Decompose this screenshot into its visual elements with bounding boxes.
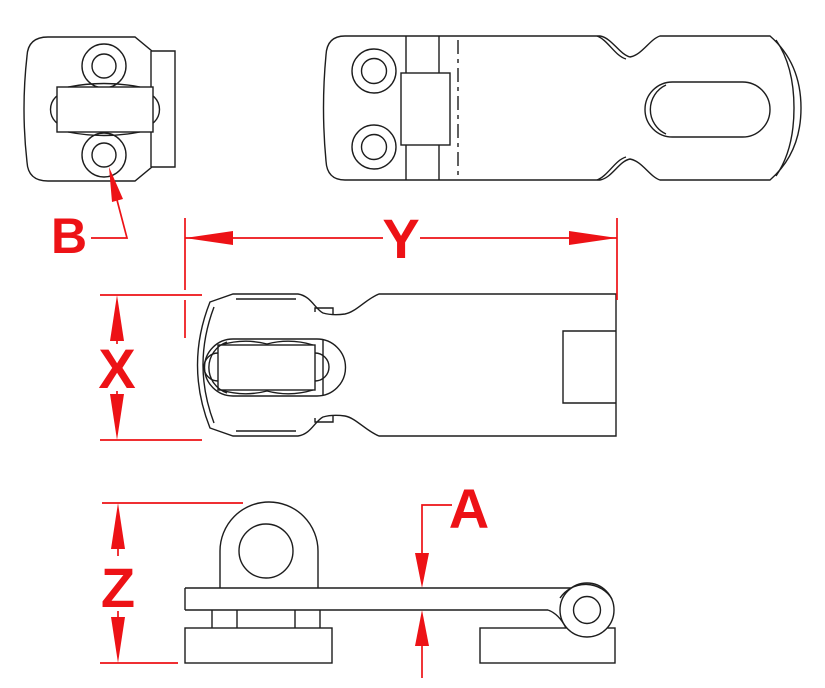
dimension-z-arrow-top <box>111 503 125 549</box>
end-view-strap-bottom-arc <box>67 131 141 137</box>
side-view-hinge-knuckle <box>559 582 615 638</box>
closed-view-strap <box>217 344 316 391</box>
open-view-hinge-leaf-lines <box>405 36 440 180</box>
dimension-a-arrow-up <box>415 610 429 646</box>
open-view-bottom-hole-inner <box>360 133 388 161</box>
side-view-right-base-block <box>479 627 616 664</box>
open-view-slot <box>644 81 771 138</box>
dimension-a-label: A <box>449 477 489 540</box>
dimension-z-extension-lines <box>100 502 243 664</box>
open-view-outline <box>322 35 802 181</box>
dimension-x-label: X <box>98 337 135 400</box>
open-view-hinge-knuckle <box>400 72 451 146</box>
dimension-b-label: B <box>51 208 87 264</box>
open-top-view <box>322 35 802 181</box>
end-view <box>23 36 176 182</box>
dimension-z-label: Z <box>101 556 135 619</box>
end-view-bottom-hole-outer <box>81 132 127 178</box>
side-view-hinge-pin-hole <box>572 595 602 625</box>
closed-view-keeper-rect <box>562 330 616 404</box>
closed-view-notch-tab-bottom <box>314 416 334 423</box>
dimension-a: A <box>415 477 489 678</box>
dimension-y: Y <box>184 207 618 338</box>
side-view-left-base-block <box>184 627 333 664</box>
side-view-staple-arch <box>219 501 319 588</box>
dimension-b-leader <box>91 199 129 239</box>
side-view <box>184 501 616 664</box>
dimension-y-extension-lines <box>184 218 618 338</box>
end-view-outline <box>23 36 176 182</box>
dimension-b-arrowhead <box>109 167 123 202</box>
open-view-top-hole-inner <box>360 57 388 85</box>
dimension-z: Z <box>100 502 243 664</box>
open-view-slot-inner-cap <box>649 84 667 135</box>
end-view-strap <box>56 86 154 133</box>
closed-view-notch-tab-top <box>314 307 334 314</box>
dimension-x-arrow-bottom <box>110 394 124 440</box>
open-view-end-inner-arc <box>775 39 795 177</box>
closed-view-strap-side-bulges <box>203 352 330 382</box>
open-view-bottom-hole-outer <box>351 124 397 170</box>
dimension-y-arrow-left <box>185 231 233 245</box>
closed-view-strap-scallops <box>220 340 314 395</box>
closed-view-staple-left-inner-cap <box>208 341 228 394</box>
end-view-strap-top-arc <box>67 82 141 88</box>
end-view-bottom-hole-inner <box>91 142 117 168</box>
end-view-top-hole-outer <box>81 43 127 89</box>
dimension-x: X <box>98 294 202 441</box>
open-view-notch-edge-top <box>596 35 627 60</box>
dimension-x-arrow-top <box>110 295 124 341</box>
closed-top-view <box>196 293 617 437</box>
side-view-staple-legs <box>211 610 321 628</box>
closed-view-sheet-edge-left-arc <box>202 306 215 424</box>
dimension-a-arrow-down <box>415 553 429 588</box>
dimension-b: B <box>51 167 129 264</box>
open-view-notch-edge-bottom <box>596 156 627 181</box>
dimension-z-arrow-bottom <box>111 617 125 663</box>
dimension-y-label: Y <box>382 207 419 270</box>
side-view-staple-eye <box>238 523 294 579</box>
open-view-top-hole-outer <box>351 48 397 94</box>
side-view-knuckle-outer-arc <box>559 583 613 600</box>
dimension-a-leader <box>421 504 452 553</box>
end-view-top-hole-inner <box>91 53 117 79</box>
side-view-plate-knuckle-junction <box>547 609 567 629</box>
dimension-y-arrow-right <box>569 231 617 245</box>
closed-view-outline <box>196 293 617 437</box>
closed-view-staple-stadium <box>203 338 347 397</box>
